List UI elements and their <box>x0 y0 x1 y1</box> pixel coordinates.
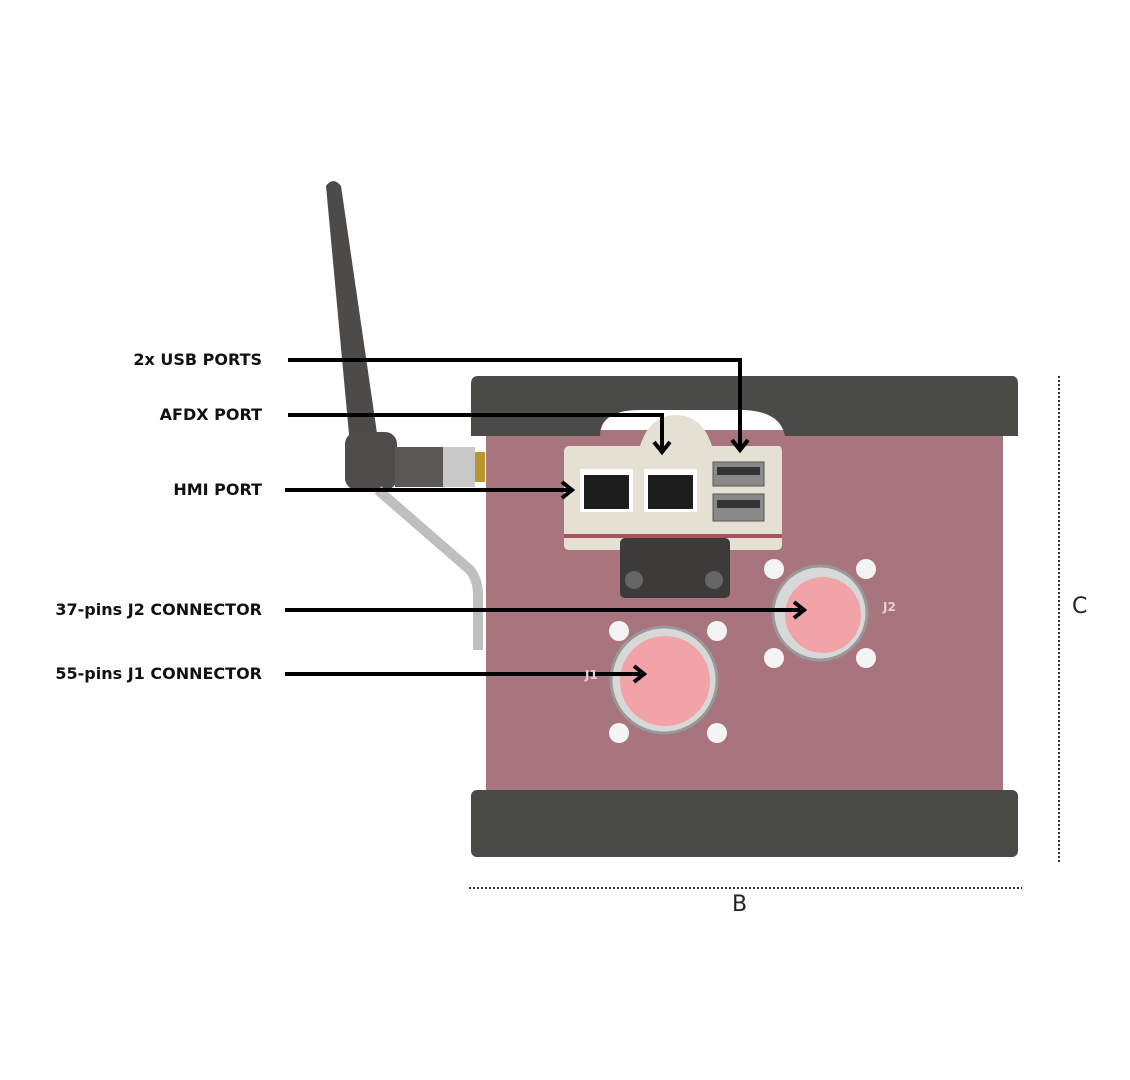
j2-mark: J2 <box>883 600 896 614</box>
label-usb-ports: 2x USB PORTS <box>133 350 262 369</box>
label-j2-connector: 37-pins J2 CONNECTOR <box>55 600 262 619</box>
j1-mark: J1 <box>585 668 598 682</box>
antenna <box>326 181 485 490</box>
usb-arrow <box>288 358 742 448</box>
mounting-bracket <box>374 486 483 650</box>
label-hmi-port: HMI PORT <box>173 480 262 499</box>
bottom-bumper <box>471 790 1018 857</box>
afdx-arrow <box>288 413 664 450</box>
label-afdx-port: AFDX PORT <box>159 405 262 424</box>
j1-connector <box>609 621 727 743</box>
dimension-c-label: C <box>1072 594 1088 619</box>
j2-connector <box>764 559 876 668</box>
dimension-b-label: B <box>732 892 748 917</box>
callout-arrows <box>285 358 808 684</box>
port-panel <box>564 415 782 598</box>
top-bumper <box>471 376 1018 436</box>
label-j1-connector: 55-pins J1 CONNECTOR <box>55 664 262 683</box>
hinge <box>620 538 730 598</box>
